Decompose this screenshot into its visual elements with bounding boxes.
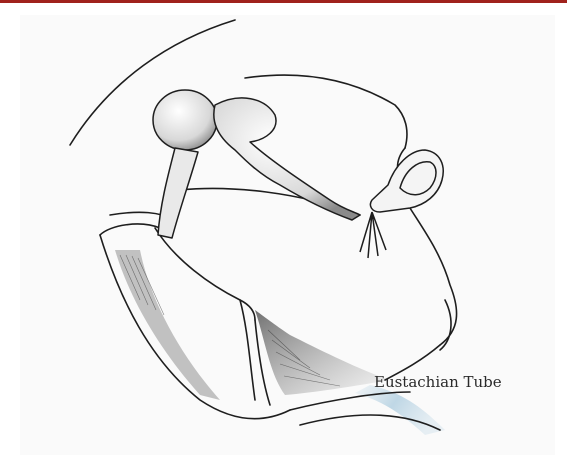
malleus-head	[153, 90, 217, 150]
eustachian-tube-label: Eustachian Tube	[374, 373, 502, 391]
